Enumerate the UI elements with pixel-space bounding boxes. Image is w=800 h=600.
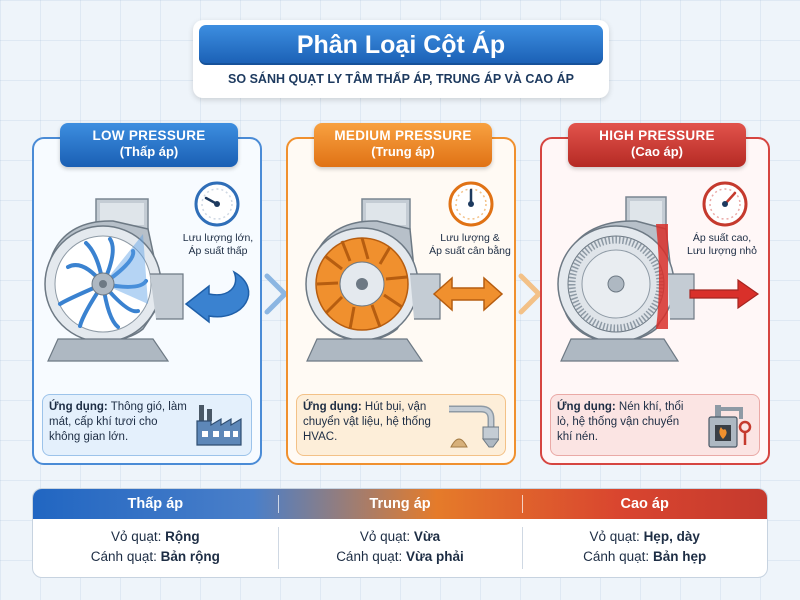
housing-value: Hẹp, dày bbox=[643, 529, 700, 544]
centrifugal-fan-wide-blade-icon bbox=[44, 198, 184, 362]
page-title: Phân Loại Cột Áp bbox=[199, 25, 603, 65]
high-pressure-gauge-icon bbox=[702, 181, 748, 227]
panel-low-badge: LOW PRESSURE (Thấp áp) bbox=[60, 123, 238, 167]
centrifugal-fan-medium-blade-icon bbox=[305, 198, 441, 362]
impeller-label: Cánh quạt: bbox=[336, 549, 403, 564]
housing-value: Rộng bbox=[165, 529, 200, 544]
panel-low-app-text: Thông gió, làm mát, cấp khí tươi cho khô… bbox=[49, 401, 187, 443]
panel-high-desc-line1: Áp suất cao, bbox=[692, 232, 752, 244]
centrifugal-fan-narrow-blade-icon bbox=[557, 196, 695, 362]
table-body-row: Vỏ quạt: Rộng Cánh quạt: Bản rộng Vỏ quạ… bbox=[33, 519, 767, 577]
curved-arrow-icon bbox=[184, 270, 250, 324]
panel-medium-app-label: Ứng dụng: bbox=[303, 401, 362, 413]
panel-medium-app-text: Hút bụi, vận chuyển vật liệu, hệ thống H… bbox=[303, 401, 431, 443]
panel-low-desc-line1: Lưu lượng lớn, bbox=[182, 232, 254, 244]
panel-low-subtitle: (Thấp áp) bbox=[119, 144, 179, 159]
panel-medium-desc-line1: Lưu lượng & bbox=[440, 232, 500, 244]
chevron-right-icon bbox=[264, 273, 288, 315]
page-subtitle: SO SÁNH QUẠT LY TÂM THẤP ÁP, TRUNG ÁP VÀ… bbox=[228, 72, 574, 86]
table-cell-high: Vỏ quạt: Hẹp, dày Cánh quạt: Bản hẹp bbox=[522, 519, 767, 577]
header: Phân Loại Cột Áp SO SÁNH QUẠT LY TÂM THẤ… bbox=[193, 20, 609, 98]
table-cell-low: Vỏ quạt: Rộng Cánh quạt: Bản rộng bbox=[33, 519, 278, 577]
panel-high-title: HIGH PRESSURE bbox=[599, 128, 715, 143]
panel-low-description: Lưu lượng lớn, Áp suất thấp bbox=[168, 232, 268, 258]
panel-medium-desc-line2: Áp suất cân bằng bbox=[429, 245, 511, 257]
panel-high-app-label: Ứng dụng: bbox=[557, 401, 616, 413]
panel-low-desc-line2: Áp suất thấp bbox=[188, 245, 248, 257]
straight-arrow-icon bbox=[689, 278, 760, 310]
panel-high-pressure: HIGH PRESSURE (Cao áp) Áp suất cao, Lưu … bbox=[540, 123, 772, 465]
panel-low-pressure: LOW PRESSURE (Thấp áp) Lưu lượng lớn, Áp… bbox=[32, 123, 262, 465]
panel-medium-subtitle: (Trung áp) bbox=[371, 144, 435, 159]
low-pressure-gauge-icon bbox=[194, 181, 240, 227]
duct-cyclone-icon bbox=[449, 405, 499, 448]
housing-label: Vỏ quạt: bbox=[589, 529, 640, 544]
panel-medium-badge: MEDIUM PRESSURE (Trung áp) bbox=[314, 123, 492, 167]
comparison-table: Thấp áp Trung áp Cao áp Vỏ quạt: Rộng Cá… bbox=[32, 488, 768, 578]
impeller-value: Bản hẹp bbox=[652, 549, 707, 564]
housing-value: Vừa bbox=[413, 529, 441, 544]
impeller-label: Cánh quạt: bbox=[90, 549, 157, 564]
housing-label: Vỏ quạt: bbox=[359, 529, 411, 544]
table-cell-medium: Vỏ quạt: Vừa Cánh quạt: Vừa phải bbox=[277, 519, 523, 577]
panel-low-application: Ứng dụng: Thông gió, làm mát, cấp khí tư… bbox=[42, 394, 252, 456]
medium-pressure-gauge-icon bbox=[448, 181, 494, 227]
impeller-value: Vừa phải bbox=[406, 549, 464, 564]
impeller-value: Bản rộng bbox=[160, 549, 220, 564]
panel-medium-description: Lưu lượng & Áp suất cân bằng bbox=[420, 232, 520, 258]
furnace-icon bbox=[708, 405, 752, 448]
table-header-low: Thấp áp bbox=[127, 496, 184, 512]
table-header-high: Cao áp bbox=[522, 489, 767, 519]
panel-medium-application: Ứng dụng: Hút bụi, vận chuyển vật liệu, … bbox=[296, 394, 506, 456]
panel-high-desc-line2: Lưu lượng nhỏ bbox=[687, 245, 757, 257]
panel-high-description: Áp suất cao, Lưu lượng nhỏ bbox=[672, 232, 772, 258]
panel-medium-pressure: MEDIUM PRESSURE (Trung áp) Lưu lượng & Á… bbox=[286, 123, 516, 465]
housing-label: Vỏ quạt: bbox=[111, 529, 162, 544]
factory-icon bbox=[196, 405, 242, 446]
impeller-label: Cánh quạt: bbox=[583, 549, 650, 564]
chevron-right-icon bbox=[518, 273, 542, 315]
panel-high-badge: HIGH PRESSURE (Cao áp) bbox=[568, 123, 746, 167]
panel-low-title: LOW PRESSURE bbox=[92, 128, 206, 143]
double-arrow-icon bbox=[432, 276, 504, 312]
table-header-medium: Trung áp bbox=[277, 489, 523, 519]
table-header-row: Thấp áp Trung áp Cao áp bbox=[33, 489, 767, 519]
panel-high-application: Ứng dụng: Nén khí, thổi lò, hệ thống vận… bbox=[550, 394, 760, 456]
panel-high-app-text: Nén khí, thổi lò, hệ thống vận chuyển kh… bbox=[557, 401, 684, 443]
panel-high-subtitle: (Cao áp) bbox=[631, 144, 683, 159]
panel-low-app-label: Ứng dụng: bbox=[49, 401, 108, 413]
panel-medium-title: MEDIUM PRESSURE bbox=[334, 128, 472, 143]
